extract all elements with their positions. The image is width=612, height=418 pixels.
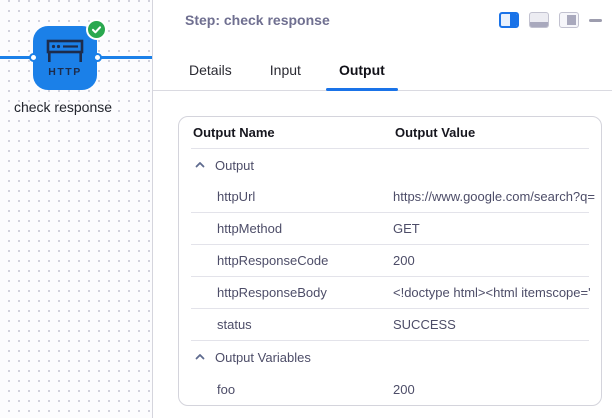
output-name: httpResponseCode <box>217 253 329 268</box>
output-name: httpUrl <box>217 189 256 204</box>
panel-divider <box>152 0 153 418</box>
output-table: Output Name Output Value Output httpUrl … <box>178 116 602 406</box>
table-row-httpresponsecode: httpResponseCode 200 <box>191 245 589 277</box>
table-row-status: status SUCCESS <box>191 309 589 341</box>
column-header-output-name: Output Name <box>193 125 275 140</box>
table-section-row-output[interactable]: Output <box>191 149 589 181</box>
output-value: 200 <box>393 253 415 268</box>
section-label: Output <box>215 157 255 173</box>
output-value: <!doctype html><html itemscope=' <box>393 285 591 300</box>
table-header-row: Output Name Output Value <box>191 117 589 149</box>
output-name: httpMethod <box>217 221 283 236</box>
http-step-node[interactable]: HTTP <box>33 26 97 90</box>
section-label: Output Variables <box>215 349 311 365</box>
output-name: foo <box>217 381 236 397</box>
output-name: status <box>217 317 252 332</box>
tab-details[interactable]: Details <box>189 62 232 78</box>
step-properties-panel: Step: check response Details Input Outpu… <box>153 0 612 418</box>
node-output-port[interactable] <box>93 53 102 62</box>
chevron-up-icon[interactable] <box>194 351 206 363</box>
panel-toolbar <box>499 12 602 28</box>
output-value: GET <box>393 221 420 236</box>
tab-bar: Details Input Output <box>153 40 612 91</box>
panel-header: Step: check response <box>153 0 612 40</box>
layout-split-view-icon[interactable] <box>499 12 519 28</box>
http-connector-icon: HTTP <box>46 39 84 78</box>
svg-text:HTTP: HTTP <box>48 66 81 78</box>
layout-bottom-panel-icon[interactable] <box>529 12 549 28</box>
success-check-icon <box>86 19 107 40</box>
workflow-canvas[interactable]: HTTP check response <box>0 0 152 418</box>
table-row-httpurl: httpUrl https://www.google.com/search?q= <box>191 181 595 213</box>
minimize-icon[interactable] <box>589 18 602 22</box>
output-value: 200 <box>393 381 415 397</box>
panel-title: Step: check response <box>185 12 330 28</box>
output-value: SUCCESS <box>393 317 456 332</box>
layout-right-panel-icon[interactable] <box>559 12 579 28</box>
table-row-foo: foo 200 <box>191 373 589 405</box>
output-value: https://www.google.com/search?q= <box>393 189 595 204</box>
node-label: check response <box>13 99 113 115</box>
table-section-row-output-variables[interactable]: Output Variables <box>191 341 589 373</box>
tab-input[interactable]: Input <box>269 62 301 78</box>
table-row-httpmethod: httpMethod GET <box>191 213 589 245</box>
chevron-up-icon[interactable] <box>194 159 206 171</box>
output-name: httpResponseBody <box>217 285 327 300</box>
node-input-port[interactable] <box>29 53 38 62</box>
column-header-output-value: Output Value <box>395 125 476 140</box>
table-row-httpresponsebody: httpResponseBody <!doctype html><html it… <box>191 277 591 309</box>
tab-output[interactable]: Output <box>325 62 398 91</box>
